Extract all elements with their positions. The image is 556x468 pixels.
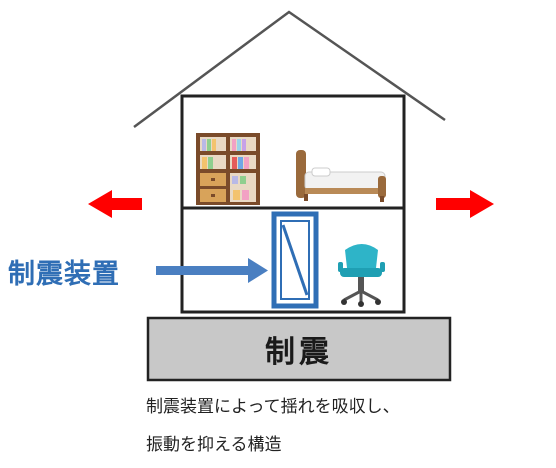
bookshelf-icon <box>196 133 260 205</box>
foundation <box>146 316 452 382</box>
device-pointer-arrow <box>156 258 268 283</box>
shake-arrow-left <box>88 190 142 218</box>
caption-line-2: 振動を抑える構造 <box>146 435 282 455</box>
device-label: 制震装置 <box>8 259 120 290</box>
roof <box>133 10 446 129</box>
damper-device-icon <box>271 211 319 309</box>
bed-icon <box>296 150 386 202</box>
office-chair-icon <box>338 244 385 307</box>
shake-arrow-right <box>436 190 494 218</box>
caption-line-1: 制震装置によって揺れを吸収し、 <box>146 397 400 417</box>
foundation-label: 制震 <box>265 335 333 370</box>
